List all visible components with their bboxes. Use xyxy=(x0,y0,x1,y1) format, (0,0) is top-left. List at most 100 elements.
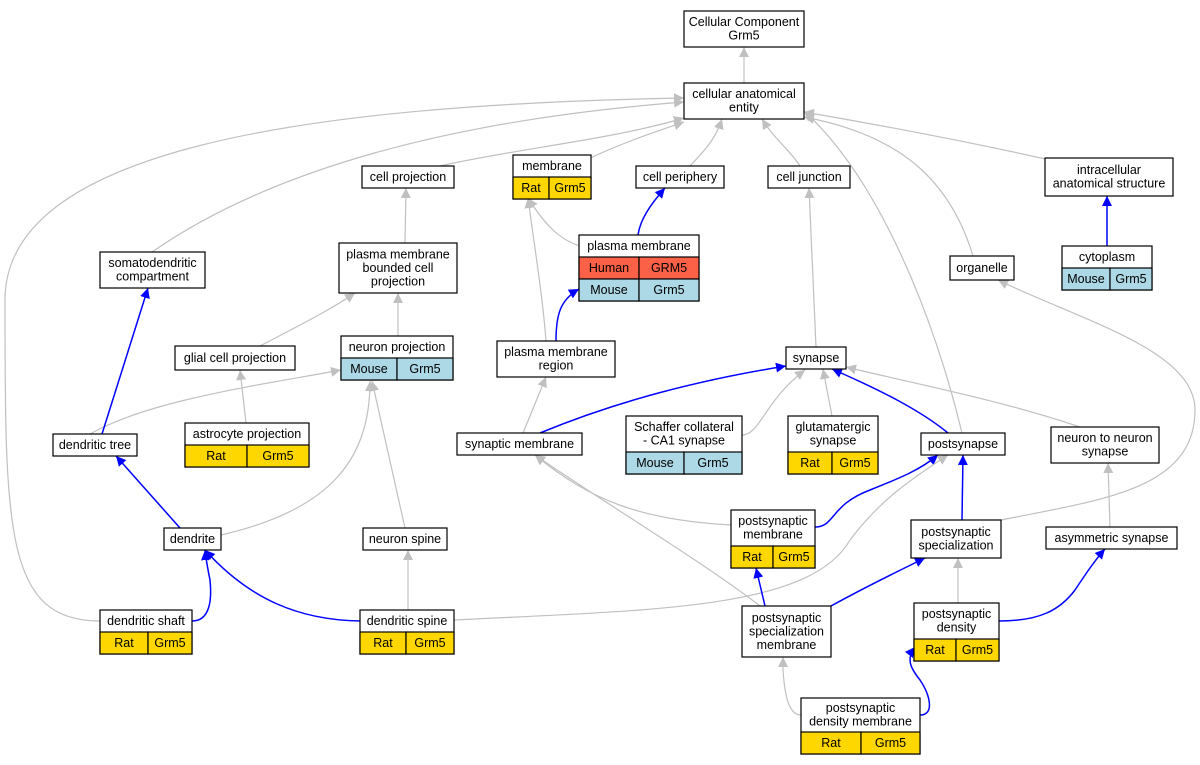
tag-label: Grm5 xyxy=(409,362,440,376)
node-label: Cellular Component xyxy=(689,15,800,29)
tag-label: Grm5 xyxy=(262,449,293,463)
tag-label: Grm5 xyxy=(414,636,445,650)
tag-cell xyxy=(831,451,879,475)
edge-psmem-to-synmem-is-a xyxy=(534,454,732,526)
node-postsyn[interactable]: postsynapse xyxy=(920,432,1006,456)
node-label: entity xyxy=(729,101,760,115)
edge-cellproj-to-cae-is-a xyxy=(439,116,685,167)
edge-pmregion-to-membrane-is-a xyxy=(524,197,547,342)
node-box xyxy=(910,519,1002,559)
node-label: cell periphery xyxy=(643,170,718,184)
tag-cell xyxy=(246,444,310,468)
tag-label: Rat xyxy=(114,636,134,650)
node-label: region xyxy=(539,359,574,373)
node-asym[interactable]: asymmetric synapse xyxy=(1045,526,1178,550)
node-cellper[interactable]: cell periphery xyxy=(635,165,725,189)
node-cellproj[interactable]: cell projection xyxy=(361,165,455,189)
node-celljunc[interactable]: cell junction xyxy=(767,165,851,189)
edge-dspine-to-dendrite-part-of xyxy=(204,549,361,622)
edge-dendrite-to-dtree-part-of xyxy=(115,455,181,529)
edge-dspine-to-postsyn-is-a xyxy=(453,454,949,621)
edge-psmem-to-postsyn-part-of xyxy=(814,454,939,528)
node-organelle[interactable]: organelle xyxy=(949,255,1015,281)
node-dendrite[interactable]: dendrite xyxy=(163,527,222,551)
edge-astro-to-glial-is-a xyxy=(236,369,247,424)
node-label: cell junction xyxy=(776,170,841,184)
node-label: Grm5 xyxy=(728,29,759,43)
node-synmem[interactable]: synaptic membrane xyxy=(456,432,583,456)
tag-cell xyxy=(683,451,743,475)
edge-psdmem-to-psd-part-of xyxy=(904,646,931,716)
tag-label: Grm5 xyxy=(653,283,684,297)
node-box xyxy=(741,605,832,658)
tag-cell xyxy=(548,176,592,200)
tag-label: Grm5 xyxy=(875,736,906,750)
node-label: postsynaptic xyxy=(921,525,990,539)
tag-label: Mouse xyxy=(636,456,674,470)
tag-label: Grm5 xyxy=(554,181,585,195)
tag-label: Rat xyxy=(742,550,762,564)
edge-glutsyn-to-synapse-is-a xyxy=(819,368,833,417)
tag-label: Grm5 xyxy=(839,456,870,470)
node-box xyxy=(99,251,206,289)
edge-psdmem-to-psspecmem-is-a xyxy=(778,657,802,716)
edge-asym-to-n2n-is-a xyxy=(1103,462,1114,528)
edge-pmregion-to-pm-part-of xyxy=(555,288,580,342)
node-label: postsynaptic xyxy=(922,607,991,621)
node-label: postsynaptic xyxy=(752,611,821,625)
node-box xyxy=(920,432,1006,456)
node-box xyxy=(683,82,805,120)
node-spine[interactable]: neuron spine xyxy=(362,527,448,551)
tag-cell xyxy=(860,731,921,755)
edge-dtree-to-neuproj-is-a xyxy=(89,366,342,435)
node-dtree[interactable]: dendritic tree xyxy=(52,433,138,457)
edge-schaffer-to-synapse-is-a xyxy=(741,369,806,436)
node-label: projection xyxy=(371,274,425,288)
node-synapse[interactable]: synapse xyxy=(785,346,847,370)
edge-membrane-to-cae-is-a xyxy=(589,120,685,159)
node-label: - CA1 synapse xyxy=(643,434,725,448)
tag-label: Grm5 xyxy=(154,636,185,650)
edge-psspecmem-to-psspec-part-of xyxy=(830,557,926,607)
tag-label: Human xyxy=(589,261,629,275)
tag-label: Grm5 xyxy=(962,643,993,657)
node-label: intracellular xyxy=(1077,163,1141,177)
node-glial[interactable]: glial cell projection xyxy=(174,345,296,371)
node-label: dendritic tree xyxy=(59,438,131,452)
node-label: membrane xyxy=(743,528,803,542)
node-box xyxy=(163,527,222,551)
node-label: organelle xyxy=(956,261,1007,275)
tag-label: Rat xyxy=(800,456,820,470)
edge-n2n-to-synapse-is-a xyxy=(845,364,1081,428)
edge-postsyn-to-cae-is-a xyxy=(803,110,963,434)
edge-intracell-to-cae-is-a xyxy=(803,108,1051,161)
edge-celljunc-to-cae-is-a xyxy=(761,118,801,167)
node-box xyxy=(1050,426,1160,464)
tag-cell xyxy=(396,357,454,381)
edge-psspec-to-postsyn-part-of xyxy=(957,454,968,521)
node-label: postsynaptic xyxy=(826,701,895,715)
